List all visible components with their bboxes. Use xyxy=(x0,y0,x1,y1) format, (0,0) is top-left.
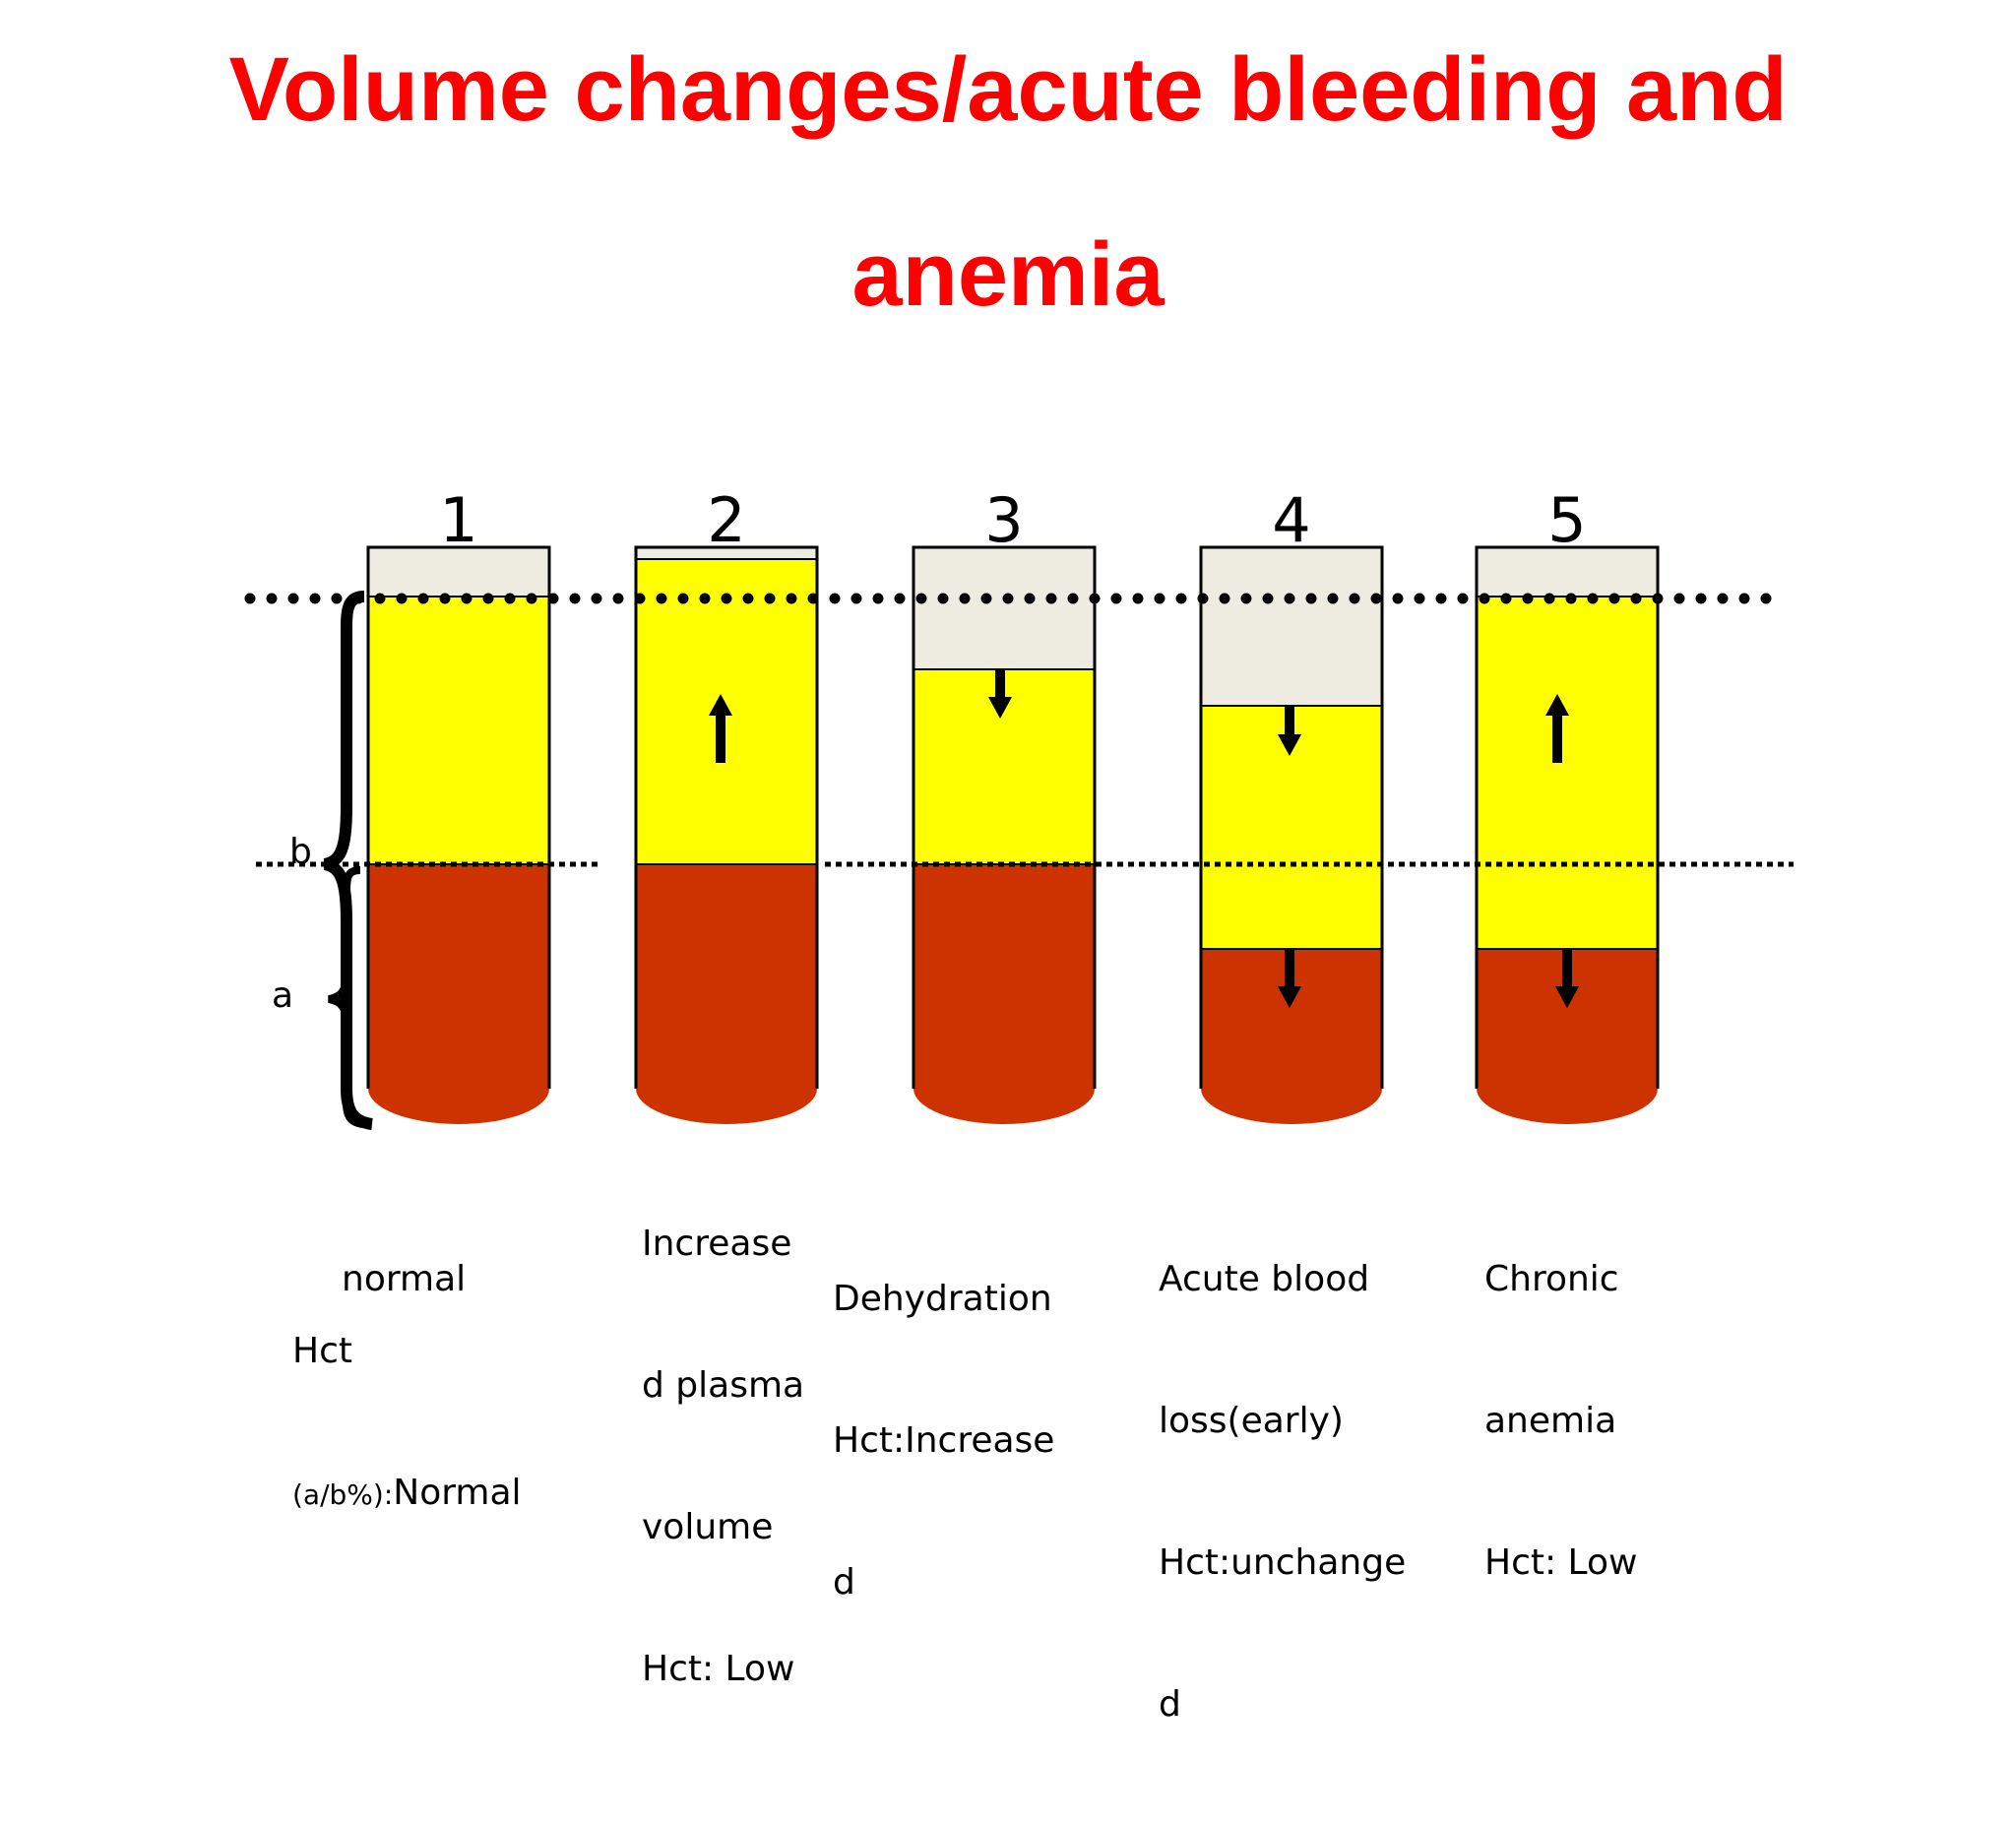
slide: Volume changes/acute bleeding and anemia… xyxy=(228,39,1794,1725)
tube-3-empty-region xyxy=(914,547,1095,669)
caption-tube-3: Dehydration Hct:Increase d xyxy=(833,1181,1054,1701)
tube-number-5: 5 xyxy=(1547,484,1587,556)
tube-2-outline xyxy=(634,545,819,1089)
caption-tube-2-line-2: d plasma xyxy=(642,1365,805,1406)
tube-4-down-arrow-icon xyxy=(1278,949,1301,1008)
tube-3-down-arrow-icon xyxy=(988,669,1012,719)
arrow-shaft xyxy=(995,669,1005,701)
tube-1 xyxy=(366,545,551,1124)
bracket-label-a: a xyxy=(272,975,294,1016)
caption-tube-4-line-4: d xyxy=(1159,1684,1181,1725)
hematocrit-diagram xyxy=(244,545,1794,1130)
tube-number-2: 2 xyxy=(707,484,746,556)
tube-layer xyxy=(366,545,1660,1124)
arrow-shaft xyxy=(1285,949,1294,990)
caption-tube-4-line-3: Hct:unchange xyxy=(1159,1542,1407,1583)
brace-a xyxy=(328,866,363,1128)
caption-tube-2-line-4: Hct: Low xyxy=(642,1649,795,1689)
tube-2 xyxy=(634,545,819,1124)
arrow-head xyxy=(1555,986,1579,1008)
slide-title-line-1: Volume changes/acute bleeding and xyxy=(228,39,1788,140)
tube-4-red-cells xyxy=(1201,949,1382,1124)
arrow-shaft xyxy=(1285,706,1294,738)
arrow-shaft xyxy=(1552,712,1562,763)
caption-tube-1-hct-label: Hct xyxy=(292,1331,352,1371)
tube-2-up-arrow-icon xyxy=(709,694,732,763)
tube-4 xyxy=(1199,545,1384,1124)
caption-tube-2: Increase d plasma volume Hct: Low xyxy=(642,1126,804,1788)
arrow-head xyxy=(1545,694,1569,716)
tube-1-red-cells xyxy=(368,864,549,1124)
caption-tube-1-line-1: normal xyxy=(342,1259,467,1299)
caption-tube-1-hct: Hct (a/b%):Normal xyxy=(292,1233,522,1613)
caption-tube-5-line-3: Hct: Low xyxy=(1484,1542,1638,1583)
arrow-head xyxy=(1278,734,1301,756)
caption-tube-1-hct-small: (a/b%): xyxy=(292,1478,394,1511)
tube-number-1: 1 xyxy=(439,484,478,556)
tube-5-outline xyxy=(1475,545,1660,1089)
tube-number-4: 4 xyxy=(1272,484,1311,556)
caption-tube-1-hct-value: Normal xyxy=(393,1473,522,1513)
arrow-shaft xyxy=(716,712,725,763)
tube-1-empty-region xyxy=(368,547,549,597)
tube-3 xyxy=(912,545,1097,1124)
caption-tube-5-line-2: anemia xyxy=(1484,1401,1617,1441)
slide-title-line-2: anemia xyxy=(851,224,1165,325)
tube-number-3: 3 xyxy=(984,484,1024,556)
caption-tube-5-line-1: Chronic xyxy=(1484,1259,1619,1299)
tube-5-up-arrow-icon xyxy=(1545,694,1569,763)
caption-tube-4: Acute blood loss(early) Hct:unchange d xyxy=(1159,1162,1406,1823)
tube-4-outline xyxy=(1199,545,1384,1089)
tube-5-plasma xyxy=(1477,597,1658,949)
arrow-shaft xyxy=(1562,949,1572,990)
arrow-head xyxy=(988,697,1012,719)
caption-tube-1: normal xyxy=(342,1162,466,1398)
caption-tube-4-line-1: Acute blood xyxy=(1159,1259,1370,1299)
tube-2-red-cells xyxy=(636,864,817,1124)
tube-4-empty-region xyxy=(1201,547,1382,706)
tube-5-red-cells xyxy=(1477,949,1658,1124)
caption-tube-3-line-3: d xyxy=(833,1562,855,1603)
caption-tube-3-line-1: Dehydration xyxy=(833,1279,1052,1319)
tube-3-outline xyxy=(912,545,1097,1089)
tube-5 xyxy=(1475,545,1660,1124)
arrow-head xyxy=(709,694,732,716)
tube-2-empty-region xyxy=(636,547,817,559)
caption-tube-4-line-2: loss(early) xyxy=(1159,1401,1344,1441)
caption-tube-5: Chronic anemia Hct: Low xyxy=(1484,1162,1637,1681)
tube-1-outline xyxy=(366,545,551,1089)
caption-tube-2-line-3: volume xyxy=(642,1507,774,1547)
tube-3-red-cells xyxy=(914,864,1095,1124)
tube-4-down-arrow-icon xyxy=(1278,706,1301,756)
tube-5-empty-region xyxy=(1477,547,1658,597)
caption-tube-2-line-1: Increase xyxy=(642,1224,792,1264)
tube-5-down-arrow-icon xyxy=(1555,949,1579,1008)
tube-1-plasma xyxy=(368,597,549,864)
arrow-head xyxy=(1278,986,1301,1008)
bracket-label-b: b xyxy=(289,832,312,872)
caption-tube-3-line-2: Hct:Increase xyxy=(833,1420,1055,1461)
